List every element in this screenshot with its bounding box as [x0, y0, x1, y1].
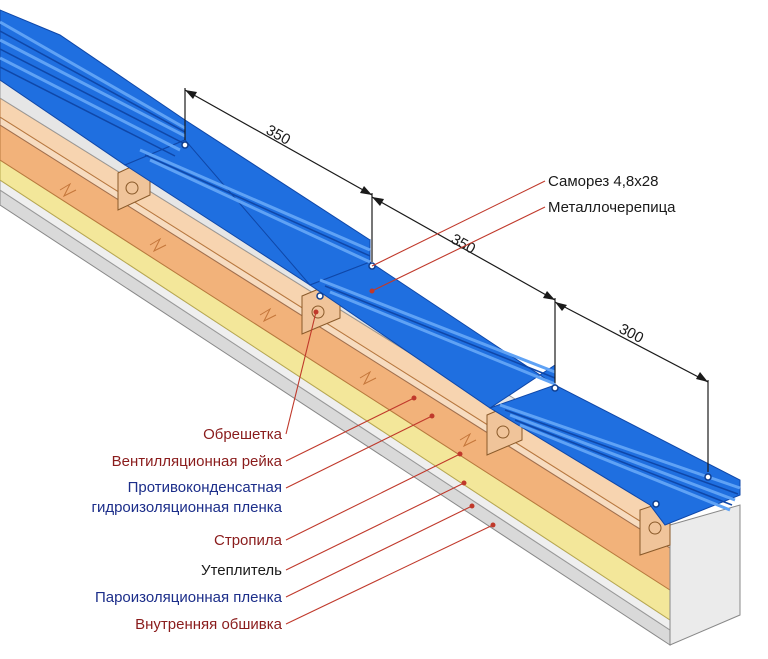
bottom-labels: Обрешетка Вентилляционная рейка Противок… — [91, 426, 282, 633]
dimension-lines — [184, 88, 709, 472]
screw-head — [316, 292, 324, 300]
label-inner-lining: Внутренняя обшивка — [135, 616, 283, 633]
screw-head — [551, 384, 559, 392]
label-insulation: Утеплитель — [201, 562, 282, 579]
rafter-layer — [0, 124, 671, 591]
screw-head — [181, 141, 189, 149]
screw-head — [704, 473, 712, 481]
label-vapor-barrier: Пароизоляционная пленка — [95, 589, 283, 606]
screw-head — [652, 500, 660, 508]
label-vent-strip: Вентилляционная рейка — [112, 453, 283, 470]
leader-dots — [313, 288, 496, 528]
label-metal-tile: Металлочерепица — [548, 199, 676, 216]
layer-stack — [0, 79, 671, 646]
screws — [181, 141, 712, 508]
metal-tile-sheet — [0, 9, 741, 526]
dimension-label: 300 — [616, 320, 646, 347]
label-rafter: Стропила — [214, 532, 283, 549]
label-anti-condensate-line1: Противоконденсатная — [128, 479, 282, 496]
dimension-label: 350 — [263, 122, 293, 149]
label-screw: Саморез 4,8х28 — [548, 173, 658, 190]
rafter-grain — [59, 182, 477, 448]
stack-end-face — [669, 504, 741, 646]
label-anti-condensate-line2: гидроизоляционная пленка — [91, 499, 282, 516]
label-batten: Обрешетка — [203, 426, 283, 443]
dimension-arrows — [185, 90, 708, 382]
leader-lines — [285, 180, 546, 625]
battens — [117, 157, 671, 556]
